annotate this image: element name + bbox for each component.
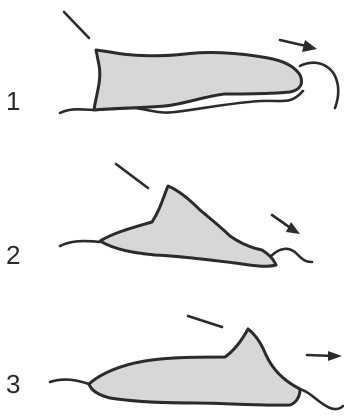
figure-1-label: 1	[6, 86, 20, 116]
figure-1-arrow	[280, 40, 317, 52]
figure-3-label: 3	[6, 369, 20, 399]
figure-2-ground-left	[60, 241, 100, 246]
figure-2: 2	[6, 164, 312, 270]
figure-2-slash	[116, 164, 148, 188]
figure-1-wave	[300, 63, 338, 108]
figure-3-arrow	[307, 351, 342, 361]
figure-2-shape	[100, 186, 276, 266]
figure-3-shape	[89, 329, 300, 405]
figure-1: 1	[6, 12, 338, 116]
figure-1-slash	[64, 12, 89, 38]
figure-3-wave	[300, 389, 343, 409]
figure-2-arrow	[272, 215, 300, 234]
figure-2-wave	[270, 249, 312, 262]
figure-3-ground-left	[50, 380, 89, 384]
figure-2-label: 2	[6, 240, 20, 270]
figure-3-dash	[188, 316, 222, 327]
figure-3: 3	[6, 316, 343, 409]
